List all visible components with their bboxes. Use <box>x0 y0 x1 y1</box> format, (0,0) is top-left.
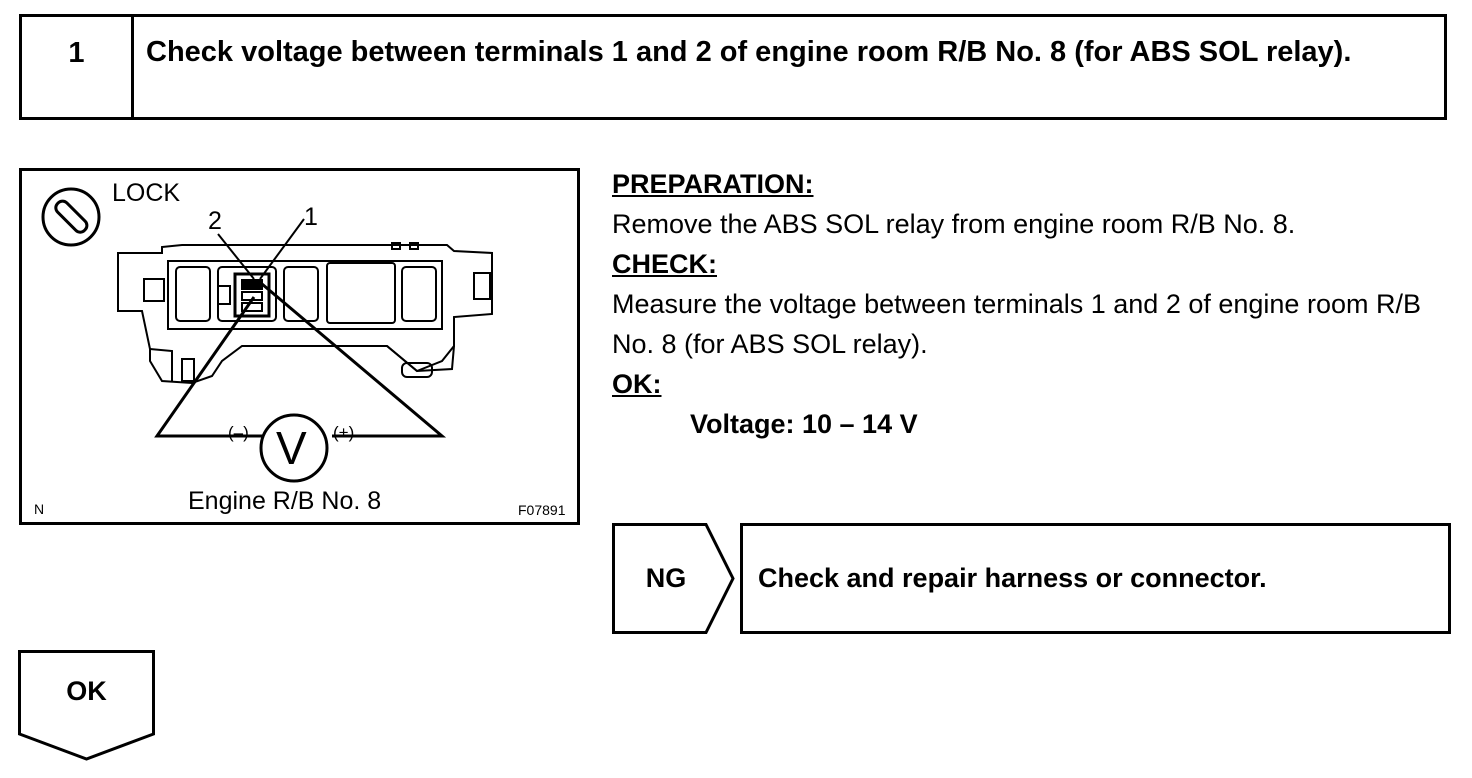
preparation-heading: PREPARATION: <box>612 169 814 199</box>
corner-mark: N <box>34 501 45 517</box>
terminal-2-leader <box>217 233 255 280</box>
positive-probe-label: (+) <box>333 423 355 442</box>
voltmeter-icon <box>259 413 329 483</box>
relay-box-illustration: LOCK 2 1 V (–) (+) Engine R/B No. 8 N F0… <box>19 168 580 525</box>
probe-wires <box>154 282 447 438</box>
terminal-1-leader <box>259 218 305 280</box>
step-number: 1 <box>22 17 134 117</box>
relay-block <box>117 242 493 385</box>
voltage-spec: Voltage: 10 – 14 V <box>690 409 918 439</box>
negative-probe-label: (–) <box>228 423 249 442</box>
check-heading: CHECK: <box>612 249 717 279</box>
step-title: Check voltage between terminals 1 and 2 … <box>146 36 1352 68</box>
instructions: PREPARATION: Remove the ABS SOL relay fr… <box>612 164 1462 444</box>
step-header: 1 Check voltage between terminals 1 and … <box>19 14 1447 120</box>
check-text: Measure the voltage between terminals 1 … <box>612 289 1421 359</box>
lock-label: LOCK <box>112 179 181 207</box>
terminal-1-label: 1 <box>304 203 318 231</box>
figure-caption: Engine R/B No. 8 <box>188 487 382 515</box>
ok-arrow-shape <box>18 650 155 761</box>
terminal-2-label: 2 <box>208 207 222 235</box>
meter-symbol: V <box>276 422 307 474</box>
ng-arrow-shape <box>612 523 735 634</box>
ok-label: OK <box>66 675 107 706</box>
figure-code: F07891 <box>518 502 566 518</box>
ng-action: Check and repair harness or connector. <box>740 523 1451 634</box>
ng-label: NG <box>645 563 687 593</box>
relay-box-drawing <box>41 187 493 483</box>
preparation-text: Remove the ABS SOL relay from engine roo… <box>612 209 1296 239</box>
ignition-lock-icon <box>41 187 101 247</box>
ok-heading: OK: <box>612 369 662 399</box>
